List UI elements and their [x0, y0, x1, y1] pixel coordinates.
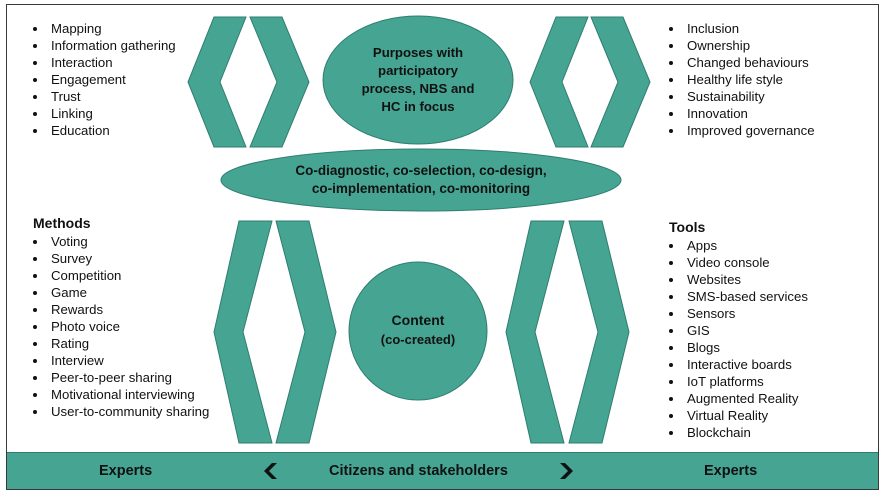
tool-list-item: Sensors [667, 305, 808, 322]
chevron-right-bottom-1 [275, 220, 337, 444]
purposes-line-4: HC in focus [381, 99, 455, 114]
method-list-item: Game [31, 284, 209, 301]
method-list-item: User-to-community sharing [31, 403, 209, 420]
chevron-left-icon [264, 463, 277, 479]
chevron-right-icon [560, 463, 573, 479]
content-circle-text: Content (co-created) [358, 308, 478, 352]
method-list-item: Peer-to-peer sharing [31, 369, 209, 386]
purposes-line-2: participatory [378, 63, 458, 78]
purpose-list-item: Education [31, 122, 176, 139]
method-list-item: Survey [31, 250, 209, 267]
purpose-list-item: Interaction [31, 54, 176, 71]
outcome-list-item: Ownership [667, 37, 815, 54]
purpose-list-item: Information gathering [31, 37, 176, 54]
chevron-left-top-2 [529, 16, 589, 148]
tool-list-item: Apps [667, 237, 808, 254]
tool-list-item: Virtual Reality [667, 407, 808, 424]
method-list-item: Photo voice [31, 318, 209, 335]
tool-list-item: IoT platforms [667, 373, 808, 390]
outcome-list-item: Inclusion [667, 20, 815, 37]
chevron-left-bottom-1 [213, 220, 273, 444]
tool-list-item: Video console [667, 254, 808, 271]
co-process-oval-text: Co-diagnostic, co-selection, co-design, … [230, 161, 612, 199]
content-title: Content [391, 312, 445, 328]
method-list-item: Interview [31, 352, 209, 369]
methods-heading: Methods [33, 215, 91, 231]
chevron-left-bottom-2 [505, 220, 565, 444]
co-process-line-1: Co-diagnostic, co-selection, co-design, [295, 163, 547, 178]
tool-list-item: GIS [667, 322, 808, 339]
chevron-right-bottom-2 [568, 220, 630, 444]
outcome-list-item: Innovation [667, 105, 815, 122]
bottom-left-experts: Experts [99, 463, 153, 479]
purposes-oval [322, 15, 514, 145]
bottom-right-experts: Experts [704, 463, 758, 479]
purposes-line-3: process, NBS and [361, 81, 475, 96]
outcome-list-item: Healthy life style [667, 71, 815, 88]
method-list-item: Voting [31, 233, 209, 250]
method-list-item: Rating [31, 335, 209, 352]
purposes-line-1: Purposes with [372, 45, 464, 60]
outcome-list-item: Changed behaviours [667, 54, 815, 71]
purpose-list-item: Trust [31, 88, 176, 105]
content-circle [348, 261, 488, 401]
method-list-item: Motivational interviewing [31, 386, 209, 403]
bottom-center-label: Citizens and stakeholders [329, 463, 508, 479]
method-list-item: Competition [31, 267, 209, 284]
co-process-oval [220, 148, 622, 212]
tool-list-item: Augmented Reality [667, 390, 808, 407]
outcome-list-item: Improved governance [667, 122, 815, 139]
chevron-right-top-2 [590, 16, 651, 148]
method-list-item: Rewards [31, 301, 209, 318]
outcome-list-item: Sustainability [667, 88, 815, 105]
tool-list-item: Interactive boards [667, 356, 808, 373]
chevron-left-top-1 [187, 16, 247, 148]
purposes-oval-text: Purposes with participatory process, NBS… [330, 34, 506, 126]
tool-list-item: Websites [667, 271, 808, 288]
tool-list-item: Blockchain [667, 424, 808, 441]
tool-list-item: SMS-based services [667, 288, 808, 305]
purpose-list-item: Linking [31, 105, 176, 122]
tool-list-item: Blogs [667, 339, 808, 356]
purpose-list-item: Mapping [31, 20, 176, 37]
chevron-right-top-1 [249, 16, 310, 148]
purpose-list-item: Engagement [31, 71, 176, 88]
bottom-bar: Experts Citizens and stakeholders Expert… [7, 452, 878, 489]
tools-heading: Tools [669, 219, 706, 235]
content-subtitle: (co-created) [380, 332, 456, 347]
co-process-line-2: co-implementation, co-monitoring [311, 181, 531, 196]
